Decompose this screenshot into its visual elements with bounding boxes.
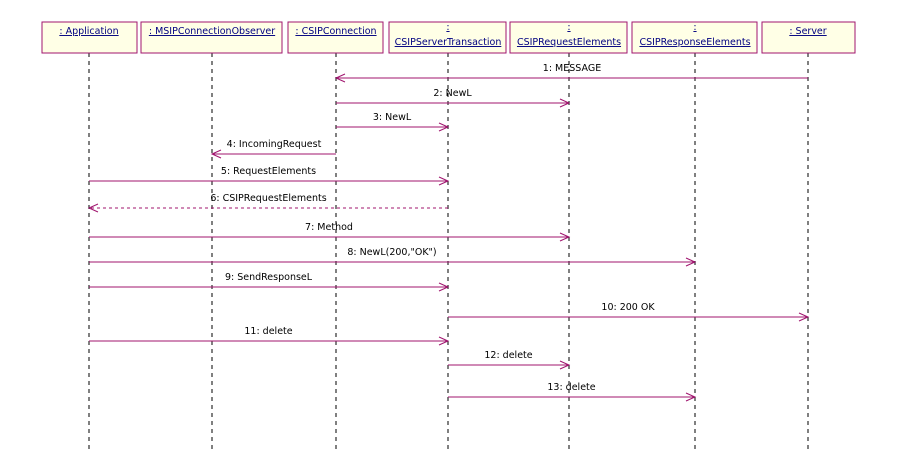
message-label: 4: IncomingRequest <box>227 139 322 150</box>
object-label: : <box>446 22 449 33</box>
object-conn: : CSIPConnection <box>287 21 384 54</box>
object-label: : <box>567 22 570 33</box>
message-label: 2: NewL <box>433 88 472 99</box>
message-8: 8: NewL(200,"OK") <box>89 247 697 267</box>
object-label: : MSIPConnectionObserver <box>149 26 275 37</box>
object-box <box>631 21 758 54</box>
message-1: 1: MESSAGE <box>334 63 808 83</box>
object-box <box>388 21 507 54</box>
message-label: 9: SendResponseL <box>225 272 313 283</box>
message-2: 2: NewL <box>336 88 571 108</box>
message-4: 4: IncomingRequest <box>210 139 336 159</box>
arrow-head-icon <box>685 392 697 402</box>
message-12: 12: delete <box>448 350 571 370</box>
message-label: 12: delete <box>484 350 532 361</box>
object-label: CSIPResponseElements <box>639 37 750 48</box>
arrow-head-icon <box>438 176 450 186</box>
arrow-head-icon <box>438 336 450 346</box>
object-box <box>761 21 856 54</box>
object-box <box>509 21 628 54</box>
message-9: 9: SendResponseL <box>89 272 450 292</box>
message-label: 1: MESSAGE <box>543 63 601 74</box>
arrow-head-icon <box>87 203 99 213</box>
message-label: 5: RequestElements <box>221 166 316 177</box>
object-box <box>140 21 283 54</box>
object-app: : Application <box>41 21 138 54</box>
message-7: 7: Method <box>89 222 571 242</box>
arrow-head-icon <box>559 98 571 108</box>
message-5: 5: RequestElements <box>89 166 450 186</box>
arrow-head-icon <box>559 232 571 242</box>
message-3: 3: NewL <box>336 112 450 132</box>
message-6: 6: CSIPRequestElements <box>87 193 448 213</box>
object-label: : Application <box>59 26 118 37</box>
message-label: 3: NewL <box>373 112 412 123</box>
object-box <box>287 21 384 54</box>
message-label: 8: NewL(200,"OK") <box>347 247 436 258</box>
message-label: 10: 200 OK <box>601 302 655 313</box>
message-label: 13: delete <box>547 382 595 393</box>
object-trans: : CSIPServerTransaction <box>388 21 507 54</box>
object-box <box>41 21 138 54</box>
message-13: 13: delete <box>448 382 697 402</box>
arrow-head-icon <box>438 282 450 292</box>
arrow-head-icon <box>685 257 697 267</box>
arrow-head-icon <box>559 360 571 370</box>
message-11: 11: delete <box>89 326 450 346</box>
object-label: CSIPServerTransaction <box>395 37 502 48</box>
object-label: : Server <box>789 26 826 37</box>
object-label: : CSIPConnection <box>295 26 376 37</box>
arrow-head-icon <box>334 73 346 83</box>
message-label: 7: Method <box>305 222 353 233</box>
object-observer: : MSIPConnectionObserver <box>140 21 283 54</box>
message-label: 6: CSIPRequestElements <box>210 193 326 204</box>
object-resp: : CSIPResponseElements <box>631 21 758 54</box>
object-label: : <box>693 22 696 33</box>
object-server: : Server <box>761 21 856 54</box>
message-10: 10: 200 OK <box>448 302 810 322</box>
arrow-head-icon <box>798 312 810 322</box>
object-label: CSIPRequestElements <box>517 37 621 48</box>
message-label: 11: delete <box>244 326 292 337</box>
object-req: : CSIPRequestElements <box>509 21 628 54</box>
arrow-head-icon <box>438 122 450 132</box>
arrow-head-icon <box>210 149 222 159</box>
